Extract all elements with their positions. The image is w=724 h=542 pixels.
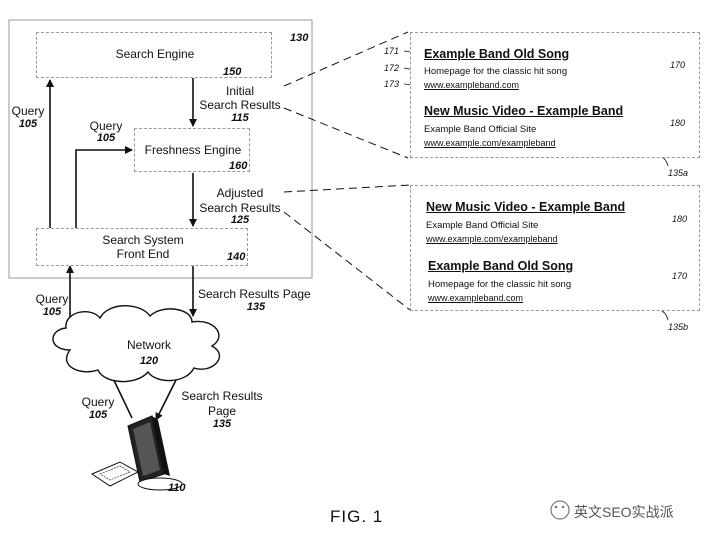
search-engine-label: Search Engine [115, 47, 195, 61]
freshness-engine-ref: 160 [229, 160, 248, 172]
client-computer-icon [90, 415, 183, 491]
panel-b-result-2-snippet: Homepage for the classic hit song [428, 279, 572, 290]
sub-ref-url: 173 [384, 79, 400, 89]
panel-a-result-2-url[interactable]: www.example.com/exampleband [424, 138, 556, 148]
network-label: Network [126, 338, 171, 352]
panel-a-result-2-title[interactable]: New Music Video - Example Band [424, 104, 624, 118]
panel-b-result-2-title[interactable]: Example Band Old Song [428, 259, 574, 273]
panel-b-ref: 135b [668, 322, 689, 332]
system-ref: 130 [290, 32, 309, 44]
initial-label-1: Initial [225, 84, 254, 98]
client-ref: 110 [168, 482, 186, 494]
network-ref: 120 [139, 355, 159, 367]
query-label-network: Query [35, 292, 69, 306]
panel-a-result-2-ref: 180 [670, 118, 686, 128]
adjusted-label-1: Adjusted [216, 186, 264, 200]
panel-b-result-1-snippet: Example Band Official Site [426, 220, 539, 231]
search-engine-node: Search Engine 150 [36, 32, 272, 78]
sub-ref-snippet: 172 [384, 63, 400, 73]
front-end-label-1: Search System [102, 233, 184, 247]
figure-caption: FIG. 1 [330, 507, 384, 526]
results-panel-adjusted [410, 185, 700, 311]
front-end-ref: 140 [227, 251, 246, 263]
query-ref-left: 105 [18, 118, 38, 130]
system-boundary [8, 19, 313, 279]
front-end-node: Search System Front End 140 [36, 228, 248, 266]
panel-b-result-2-ref: 170 [672, 271, 688, 281]
arrow-query-freshness [75, 146, 133, 228]
query-label-freshness: Query [89, 119, 123, 133]
srp-label-client-2: Page [207, 404, 237, 418]
srp-ref-top: 135 [246, 301, 266, 313]
wechat-icon [550, 500, 570, 520]
freshness-engine-node: Freshness Engine 160 [134, 128, 250, 172]
query-label-left: Query [11, 104, 45, 118]
panel-b-result-1-url[interactable]: www.example.com/exampleband [426, 234, 558, 244]
panel-b-result-2-url[interactable]: www.exampleband.com [428, 293, 524, 303]
panel-a-ref: 135a [668, 168, 689, 178]
panel-a-result-2-snippet: Example Band Official Site [424, 124, 537, 135]
query-ref-client: 105 [88, 409, 108, 421]
srp-label-client-1: Search Results [181, 389, 263, 403]
panel-a-result-1-title[interactable]: Example Band Old Song [424, 47, 570, 61]
sub-ref-title: 171 [384, 46, 400, 56]
panel-a-result-1-url[interactable]: www.exampleband.com [424, 80, 520, 90]
network-cloud [52, 305, 221, 383]
query-label-client: Query [81, 395, 115, 409]
panel-a-result-1-snippet: Homepage for the classic hit song [424, 66, 568, 77]
query-ref-network: 105 [42, 306, 62, 318]
query-ref-freshness: 105 [96, 132, 116, 144]
initial-label-2: Search Results [199, 98, 281, 112]
panel-a-result-1-ref: 170 [670, 60, 686, 70]
initial-ref: 115 [231, 112, 249, 124]
freshness-engine-label: Freshness Engine [144, 143, 242, 157]
results-panel-initial [410, 32, 700, 158]
watermark-text: 英文SEO实战派 [574, 504, 674, 520]
srp-label-top: Search Results Page [198, 287, 311, 301]
search-engine-ref: 150 [223, 66, 242, 78]
panel-b-result-1-title[interactable]: New Music Video - Example Band [426, 200, 626, 214]
front-end-label-2: Front End [116, 247, 170, 261]
adjusted-ref: 125 [230, 214, 250, 226]
srp-ref-client: 135 [212, 418, 232, 430]
panel-b-result-1-ref: 180 [672, 214, 688, 224]
adjusted-label-2: Search Results [199, 201, 281, 215]
